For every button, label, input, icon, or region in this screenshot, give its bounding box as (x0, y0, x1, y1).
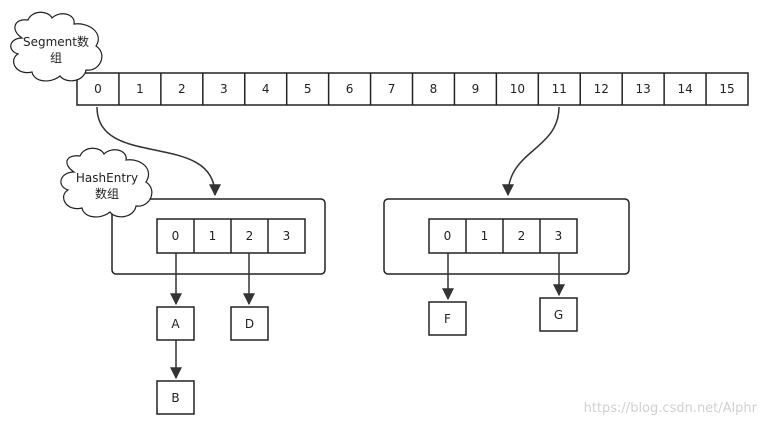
segment-cell-2-label: 2 (178, 82, 186, 96)
right-hashentry-cell-2: 2 (502, 219, 526, 253)
segment-cell-12-label: 12 (594, 82, 609, 96)
segment-cell-7-label: 7 (388, 82, 396, 96)
segment-cell-11-label: 11 (552, 82, 567, 96)
node-a: A (156, 306, 195, 341)
segment-cell-9: 9 (453, 73, 480, 105)
left-hashentry-cell-2-label: 2 (246, 229, 254, 243)
segment-cell-13-label: 13 (636, 82, 651, 96)
segment-cell-10: 10 (495, 73, 525, 105)
segment-11-arrow (502, 106, 560, 197)
left-hashentry-cell-3: 3 (267, 219, 291, 253)
segment-cell-7: 7 (369, 73, 396, 105)
segment-cell-15-label: 15 (719, 82, 734, 96)
right-hashentry-cell-3-label: 3 (555, 229, 563, 243)
right-hashentry-cell-2-label: 2 (518, 229, 526, 243)
right-hashentry-cell-1-label: 1 (481, 229, 489, 243)
node-d: D (230, 306, 269, 341)
hashentry-cloud-line1: HashEntry (76, 171, 138, 185)
node-g-label: G (554, 308, 563, 322)
segment-cell-15: 15 (705, 73, 735, 105)
segment-cloud-line1: Segment数 (23, 34, 89, 49)
node-d-label: D (245, 317, 254, 331)
node-g: G (539, 297, 578, 332)
hashentry-container-left: 0 1 2 3 (111, 198, 326, 275)
segment-cell-4-label: 4 (262, 82, 270, 96)
segment-cell-2: 2 (160, 73, 186, 105)
segment-cell-0: 0 (94, 82, 102, 96)
node-a-label: A (171, 317, 180, 331)
segment-cell-3: 3 (202, 73, 228, 105)
segment-cloud-line2: 组 (50, 51, 62, 65)
segment-cell-8: 8 (411, 73, 438, 105)
hashentry-container-right: 0 1 2 3 (383, 198, 630, 275)
segment-array-cloud: Segment数 组 (10, 11, 103, 82)
segment-cell-3-label: 3 (220, 82, 228, 96)
segment-cell-5-label: 5 (304, 82, 312, 96)
right-hashentry-cell-0: 0 (444, 229, 452, 243)
hashentry-cloud-line2: 数组 (95, 186, 119, 201)
node-f: F (428, 301, 467, 336)
node-b-label: B (171, 391, 179, 405)
segment-cell-10-label: 10 (510, 82, 525, 96)
segment-cell-8-label: 8 (430, 82, 438, 96)
segment-cell-13: 13 (621, 73, 651, 105)
watermark: https://blog.csdn.net/Alphr (584, 401, 758, 416)
right-hashentry-cell-3: 3 (539, 219, 563, 253)
segment-cell-1: 1 (118, 73, 144, 105)
right-hashentry-cell-0-label: 0 (444, 229, 452, 243)
segment-cell-14-label: 14 (677, 82, 692, 96)
segment-cell-9-label: 9 (472, 82, 480, 96)
segment-cell-5: 5 (285, 73, 312, 105)
left-hashentry-cell-1: 1 (193, 219, 217, 253)
segment-cell-0-label: 0 (94, 82, 102, 96)
node-f-label: F (444, 312, 451, 326)
segment-cell-4: 4 (244, 73, 270, 105)
segment-cell-6-label: 6 (346, 82, 354, 96)
segment-0-arrow (96, 106, 221, 197)
segment-cell-1-label: 1 (136, 82, 144, 96)
segment-cell-11: 11 (537, 73, 567, 105)
left-hashentry-cell-0-label: 0 (172, 229, 180, 243)
left-hashentry-cell-2: 2 (230, 219, 254, 253)
left-hashentry-cell-1-label: 1 (209, 229, 217, 243)
segment-cell-12: 12 (579, 73, 609, 105)
segment-cell-14: 14 (663, 73, 693, 105)
left-hashentry-cell-3-label: 3 (283, 229, 291, 243)
left-hashentry-cell-0: 0 (172, 229, 180, 243)
hashentry-array-cloud: HashEntry 数组 (60, 147, 153, 218)
segment-cell-6: 6 (327, 73, 354, 105)
node-b: B (156, 380, 195, 415)
right-hashentry-cell-1: 1 (465, 219, 489, 253)
